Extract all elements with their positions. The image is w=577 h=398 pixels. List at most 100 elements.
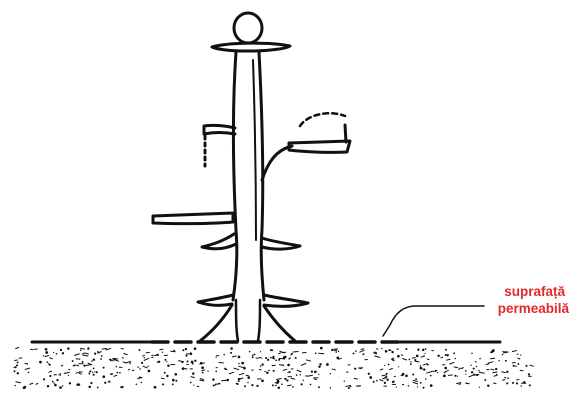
soil-speck xyxy=(264,371,265,372)
soil-speck xyxy=(335,351,337,353)
soil-speck xyxy=(368,373,370,375)
soil-dash xyxy=(114,375,118,376)
soil-dash xyxy=(488,362,494,364)
soil-dash xyxy=(14,360,17,361)
soil-speck xyxy=(43,355,44,356)
soil-speck xyxy=(430,384,433,387)
soil-dash xyxy=(216,355,219,356)
soil-speck xyxy=(326,363,329,366)
soil-dash xyxy=(144,358,149,360)
soil-speck xyxy=(295,357,297,359)
soil-speck xyxy=(520,385,521,386)
callout-label-line1: suprafață xyxy=(504,283,565,300)
soil-speck xyxy=(392,359,394,361)
soil-speck xyxy=(386,378,388,380)
soil-texture xyxy=(14,347,534,389)
soil-speck xyxy=(103,367,105,369)
soil-speck xyxy=(194,360,196,362)
soil-dash xyxy=(49,371,52,372)
soil-speck xyxy=(420,382,422,384)
left-upper-shelf xyxy=(204,125,235,134)
soil-speck xyxy=(400,375,401,376)
soil-speck xyxy=(271,349,273,351)
soil-speck xyxy=(287,364,290,367)
soil-speck xyxy=(94,371,95,372)
callout-label-line2: permeabilă xyxy=(498,300,569,317)
soil-dash xyxy=(486,364,490,365)
soil-speck xyxy=(458,368,460,370)
soil-speck xyxy=(62,385,64,387)
soil-speck xyxy=(388,364,390,366)
soil-dash xyxy=(128,369,130,370)
soil-speck xyxy=(465,374,466,375)
soil-speck xyxy=(292,386,294,388)
soil-speck xyxy=(525,365,527,367)
soil-speck xyxy=(236,383,238,385)
soil-dash xyxy=(361,349,365,350)
callout-leader xyxy=(383,306,484,336)
base-right-flare xyxy=(264,306,295,341)
soil-speck xyxy=(67,347,69,349)
soil-speck xyxy=(445,349,447,351)
soil-speck xyxy=(487,385,489,387)
soil-dash xyxy=(82,354,85,355)
soil-dash xyxy=(84,353,89,354)
soil-speck xyxy=(445,354,447,356)
soil-speck xyxy=(154,386,157,389)
soil-speck xyxy=(462,367,463,368)
soil-speck xyxy=(46,361,48,363)
base-left-flare-2 xyxy=(236,300,238,341)
soil-speck xyxy=(15,385,16,386)
soil-speck xyxy=(425,353,426,354)
soil-speck xyxy=(102,375,105,378)
soil-speck xyxy=(457,375,458,376)
base-right-flare-2 xyxy=(258,300,260,341)
soil-speck xyxy=(362,353,364,355)
soil-speck xyxy=(202,372,204,374)
soil-speck xyxy=(49,375,51,377)
soil-speck xyxy=(303,380,304,381)
soil-speck xyxy=(112,360,114,362)
soil-speck xyxy=(54,384,57,387)
soil-speck xyxy=(92,372,93,373)
soil-speck xyxy=(94,352,96,354)
soil-speck xyxy=(60,373,61,374)
soil-speck xyxy=(498,360,499,361)
soil-dash xyxy=(474,375,480,376)
soil-speck xyxy=(119,372,121,374)
soil-dash xyxy=(332,349,338,350)
soil-dash xyxy=(512,351,517,352)
soil-speck xyxy=(427,364,429,366)
soil-speck xyxy=(330,387,331,388)
soil-speck xyxy=(268,370,270,372)
soil-speck xyxy=(129,363,130,364)
soil-speck xyxy=(417,386,418,387)
soil-dash xyxy=(171,351,176,352)
soil-speck xyxy=(68,375,69,376)
soil-dash xyxy=(448,375,453,376)
soil-speck xyxy=(182,367,185,370)
soil-speck xyxy=(238,378,241,381)
soil-speck xyxy=(465,370,467,372)
soil-dash xyxy=(282,365,284,366)
soil-dash xyxy=(414,361,419,362)
soil-dash xyxy=(413,380,418,381)
soil-speck xyxy=(402,373,405,376)
soil-dash xyxy=(501,372,506,373)
soil-speck xyxy=(415,378,417,380)
soil-speck xyxy=(517,363,519,365)
soil-speck xyxy=(373,381,375,383)
soil-dash xyxy=(389,368,393,369)
soil-speck xyxy=(93,368,95,370)
soil-dash xyxy=(394,376,396,377)
soil-dash xyxy=(431,350,434,351)
soil-dash xyxy=(16,382,21,383)
soil-speck xyxy=(446,354,448,356)
soil-speck xyxy=(17,361,19,363)
soil-speck xyxy=(386,373,388,375)
base-left-flare xyxy=(200,305,232,341)
soil-speck xyxy=(479,387,480,388)
right-platform xyxy=(289,141,350,152)
soil-speck xyxy=(251,384,253,386)
soil-speck xyxy=(167,364,169,366)
